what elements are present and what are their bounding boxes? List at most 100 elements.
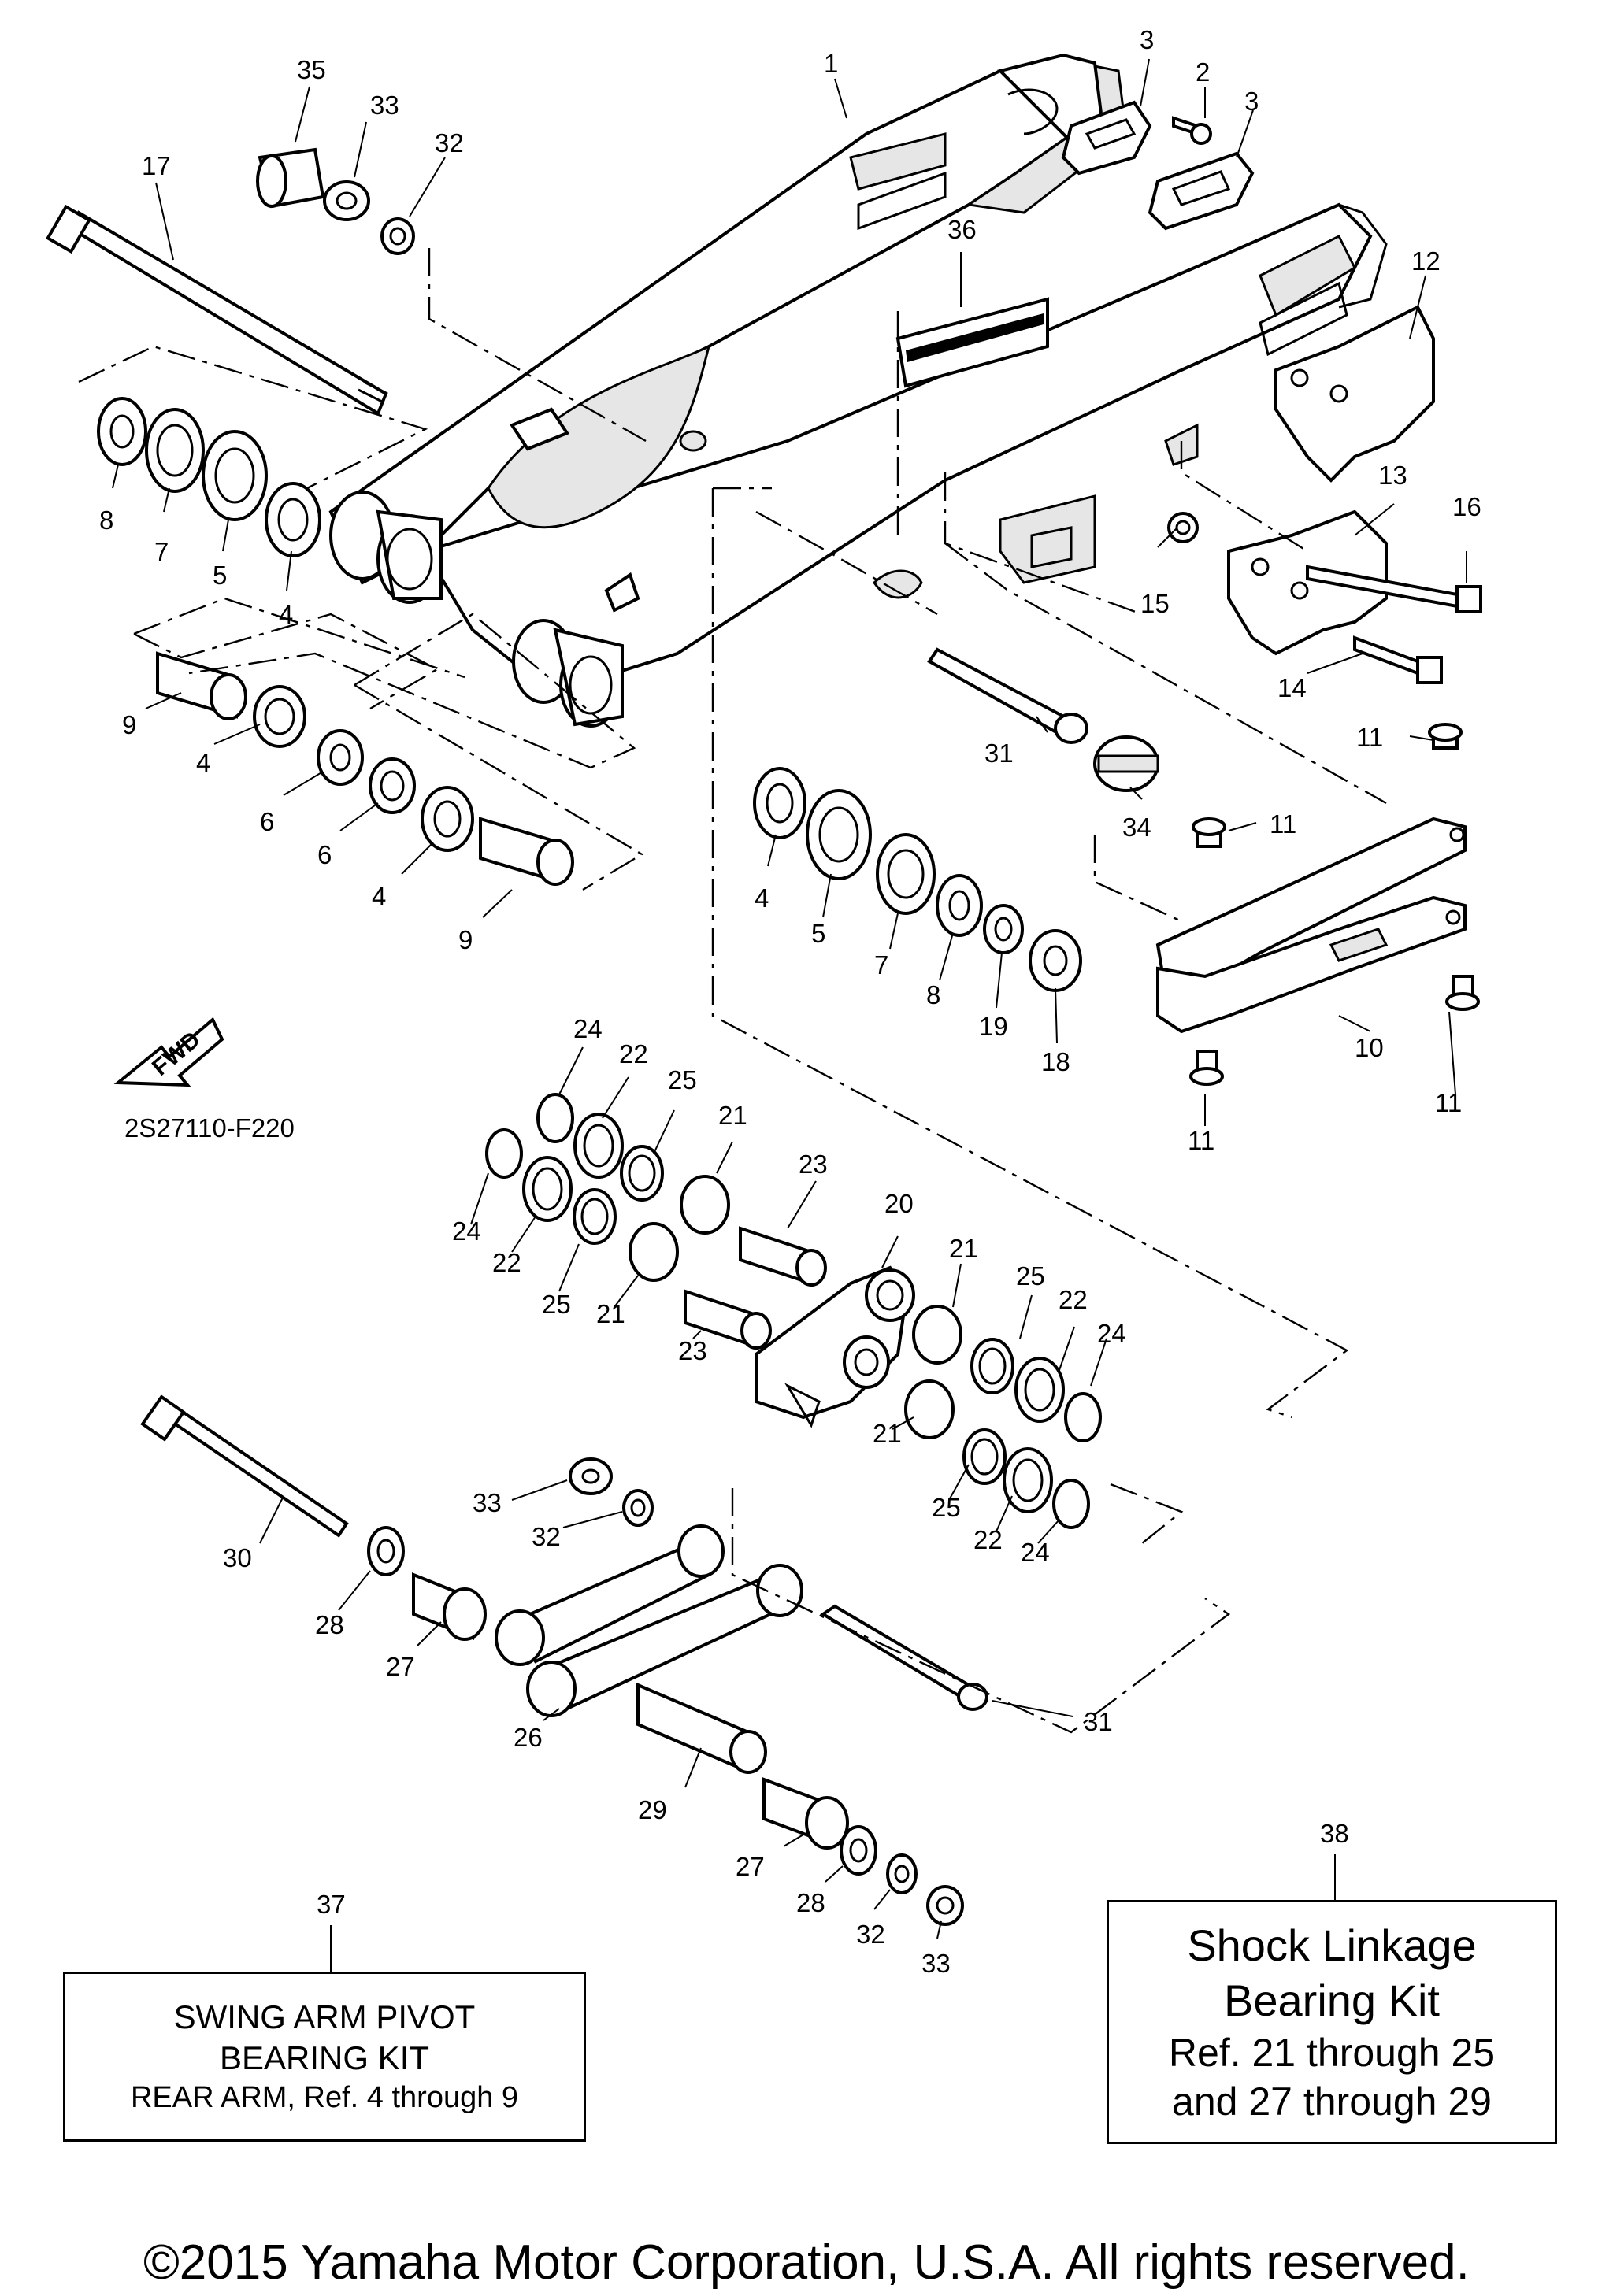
callout: 10 <box>1355 1033 1384 1062</box>
callout: 18 <box>1041 1047 1070 1076</box>
callout: 5 <box>811 919 825 948</box>
callout: 31 <box>984 739 1014 768</box>
kit-box-38-line3: Ref. 21 through 25 <box>1168 2030 1496 2075</box>
callout: 20 <box>884 1189 914 1218</box>
kit-box-37-line2: BEARING KIT <box>219 2039 430 2077</box>
callout: 23 <box>799 1150 828 1179</box>
pivot-bearing-group-right <box>753 767 1082 992</box>
callout: 33 <box>370 91 399 120</box>
pivot-bearing-group-lower <box>156 651 574 886</box>
connecting-rod-part-26 <box>495 1524 803 1717</box>
callout: 22 <box>973 1525 1003 1554</box>
callout: 35 <box>297 55 326 84</box>
callout: 7 <box>154 537 169 566</box>
callout: 31 <box>1084 1707 1113 1736</box>
callout: 15 <box>1140 589 1170 618</box>
dashed-guide-lines <box>78 248 1387 1734</box>
callout: 21 <box>949 1234 978 1263</box>
callout: 30 <box>223 1543 252 1572</box>
chain-guide-part-12 <box>1274 305 1435 483</box>
callout: 25 <box>668 1065 697 1094</box>
callout: 8 <box>926 980 940 1009</box>
callout: 22 <box>1059 1285 1088 1314</box>
callout: 25 <box>542 1290 571 1319</box>
linkage-bearings-left <box>485 1093 827 1350</box>
callout: 28 <box>796 1888 825 1917</box>
callout: 12 <box>1411 246 1441 276</box>
callout: 24 <box>1021 1538 1050 1567</box>
kit-box-37-line1: SWING ARM PIVOT <box>173 1998 476 2035</box>
callout: 24 <box>573 1014 603 1043</box>
callout: 22 <box>492 1248 521 1277</box>
callout: 1 <box>824 49 838 78</box>
callout: 4 <box>279 600 293 629</box>
callout: 9 <box>458 925 473 954</box>
callout: 6 <box>317 840 332 869</box>
callout: 27 <box>386 1652 415 1681</box>
diagram-code: 2S27110-F220 <box>124 1113 295 1142</box>
fwd-arrow-icon: FWD <box>113 1017 224 1087</box>
callout: 24 <box>1097 1319 1126 1348</box>
bolt-part-31-upper <box>927 647 1088 744</box>
small-bolts <box>1167 116 1482 1086</box>
callout: 11 <box>1270 809 1296 839</box>
callout: 25 <box>932 1493 961 1522</box>
callout: 7 <box>874 950 888 980</box>
shock-linkage-bearing-kit-box: Shock Linkage Bearing Kit Ref. 21 throug… <box>1107 1900 1557 2144</box>
callout: 34 <box>1122 813 1151 842</box>
bushing-part-34 <box>1093 735 1159 792</box>
kit-box-38-line1: Shock Linkage <box>1187 1920 1477 1970</box>
callout: 4 <box>755 883 769 913</box>
collar-nut-washer-top <box>256 147 415 255</box>
callout: 29 <box>638 1795 667 1824</box>
callout: 22 <box>619 1039 648 1068</box>
callout: 27 <box>736 1852 765 1881</box>
callout: 28 <box>315 1610 344 1639</box>
callout: 13 <box>1378 461 1407 490</box>
kit-box-37-line3: REAR ARM, Ref. 4 through 9 <box>130 2080 519 2114</box>
callout: 4 <box>196 748 210 777</box>
callout: 32 <box>856 1920 885 1949</box>
callout: 21 <box>873 1419 902 1448</box>
callout: 25 <box>1016 1261 1045 1291</box>
callout: 37 <box>317 1890 346 1919</box>
callout: 8 <box>99 505 113 535</box>
callout-numbers: 1 2 3 3 35 33 32 17 36 12 13 16 15 14 8 … <box>99 25 1481 1978</box>
callout: 4 <box>372 882 386 911</box>
callout: 26 <box>514 1723 543 1752</box>
callout: 21 <box>718 1101 747 1130</box>
callout: 16 <box>1452 492 1481 521</box>
callout: 36 <box>947 215 977 244</box>
callout: 11 <box>1356 723 1383 752</box>
pivot-shaft-part-17 <box>46 204 388 416</box>
callout: 17 <box>142 151 171 180</box>
callout: 32 <box>435 128 464 157</box>
pivot-bearing-group-upper <box>97 397 321 557</box>
callout: 11 <box>1188 1126 1214 1155</box>
callout: 21 <box>596 1299 625 1328</box>
swing-arm-bearing-kit-box: SWING ARM PIVOT BEARING KIT REAR ARM, Re… <box>63 1972 586 2142</box>
callout: 6 <box>260 807 274 836</box>
callout: 32 <box>532 1522 561 1551</box>
kit-box-38-line2: Bearing Kit <box>1224 1975 1440 2025</box>
callout: 24 <box>452 1217 481 1246</box>
callout: 33 <box>473 1488 502 1517</box>
decal-part-36 <box>895 297 1049 388</box>
chain-guide-part-13 <box>1227 509 1388 656</box>
callout: 11 <box>1435 1088 1462 1117</box>
callout: 38 <box>1320 1819 1349 1848</box>
plates-part-3 <box>1061 100 1255 231</box>
callout: 14 <box>1277 673 1307 702</box>
copyright-notice: ©2015 Yamaha Motor Corporation, U.S.A. A… <box>143 2235 1470 2290</box>
leader-lines <box>112 58 1467 1972</box>
callout: 3 <box>1244 87 1259 116</box>
linkage-bearings-right <box>904 1305 1102 1529</box>
chain-slider-part-10 <box>1155 817 1467 1034</box>
callout: 9 <box>122 710 136 739</box>
relay-arm-part-20 <box>755 1265 915 1428</box>
callout: 3 <box>1140 25 1154 54</box>
callout: 23 <box>678 1336 707 1365</box>
callout: 19 <box>979 1012 1008 1041</box>
kit-box-38-line4: and 27 through 29 <box>1172 2079 1492 2124</box>
